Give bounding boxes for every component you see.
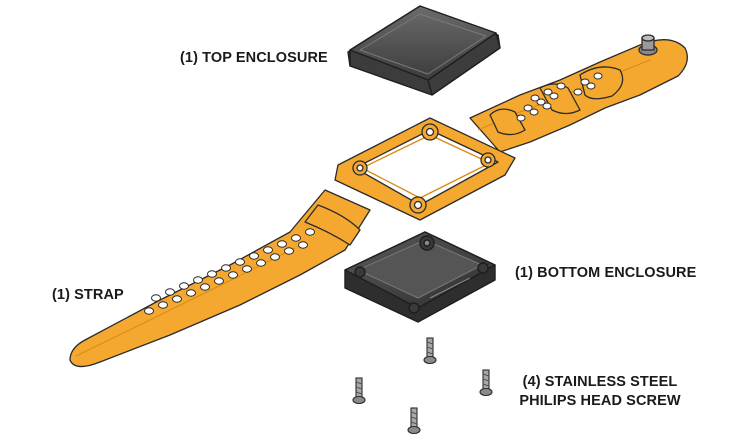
label-strap: (1) STRAP <box>52 287 124 303</box>
label-bottom-enclosure: (1) BOTTOM ENCLOSURE <box>515 265 697 281</box>
label-top-enclosure: (1) TOP ENCLOSURE <box>180 50 328 66</box>
strap <box>69 34 688 368</box>
screw-2 <box>352 377 366 405</box>
screw-3 <box>479 369 493 397</box>
bottom-enclosure <box>344 231 496 323</box>
label-screws-line1: (4) STAINLESS STEEL <box>522 374 678 390</box>
strap-holes-upper <box>516 72 603 122</box>
top-enclosure <box>347 5 501 96</box>
screw-4 <box>407 407 421 435</box>
screw-1 <box>423 337 437 365</box>
strap-holes-lower <box>144 228 315 315</box>
screws <box>352 337 493 435</box>
label-screws: (4) STAINLESS STEEL PHILIPS HEAD SCREW <box>510 373 690 411</box>
strap-upper-band <box>469 39 688 153</box>
watch-frame <box>334 117 516 221</box>
label-screws-line2: PHILIPS HEAD SCREW <box>519 393 681 409</box>
strap-pin <box>638 34 658 56</box>
